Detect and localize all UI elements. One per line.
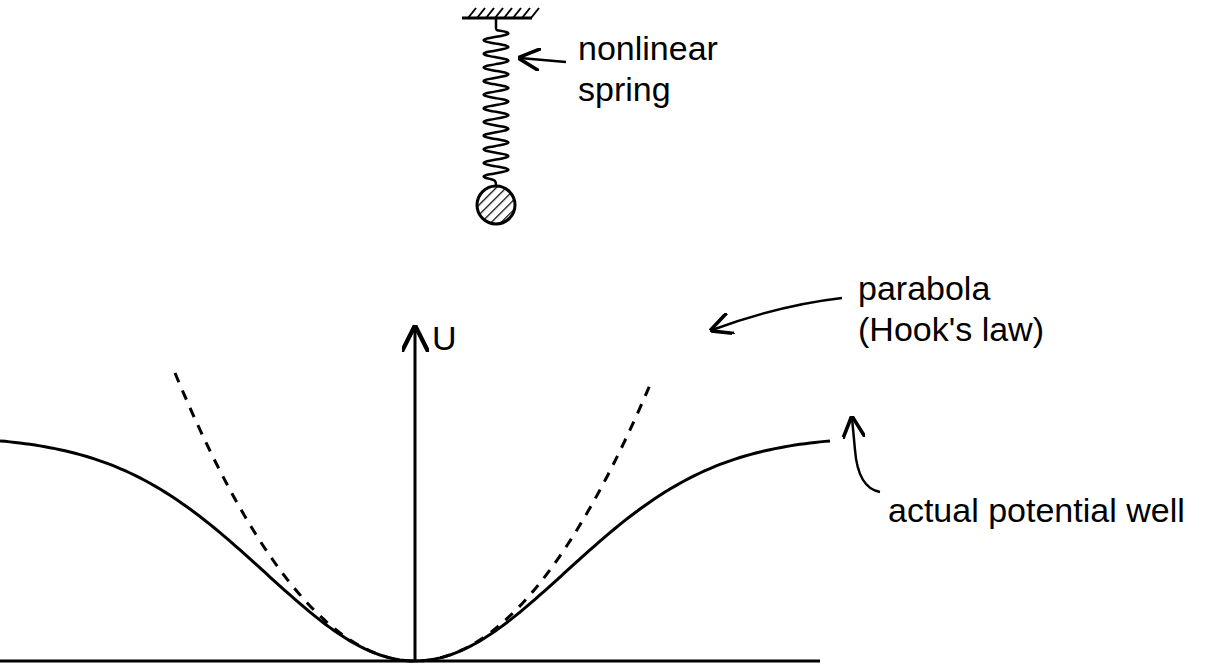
callout-label: parabola (Hook's law) bbox=[858, 268, 1108, 350]
mass-ball bbox=[477, 186, 515, 224]
leader-arrow bbox=[520, 58, 566, 62]
ceiling bbox=[462, 8, 539, 18]
potential-well-curve bbox=[0, 441, 830, 661]
callout-label: nonlinear spring bbox=[578, 28, 778, 110]
parabola-curve bbox=[175, 373, 651, 661]
leader-arrow bbox=[852, 418, 880, 492]
spring-coil bbox=[484, 18, 509, 186]
u-axis bbox=[414, 328, 417, 661]
leader-arrow bbox=[712, 298, 842, 330]
axis-label: U bbox=[432, 318, 492, 359]
callout-label: actual potential well bbox=[888, 490, 1198, 531]
